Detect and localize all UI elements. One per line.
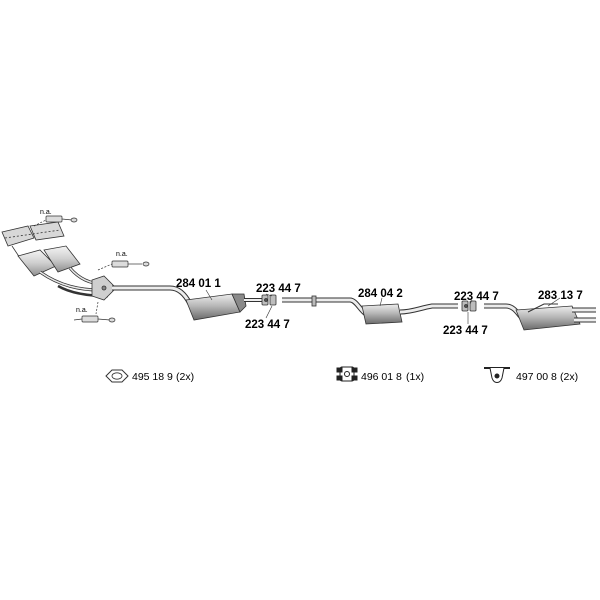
lambda-sensor-right — [97, 260, 150, 271]
legend-part-number: 497 00 8 — [516, 371, 557, 383]
legend-item-hanger-bracket: 497 00 8 (2x) — [484, 367, 578, 383]
legend-item-rubber-mount: 496 01 8 (1x) — [336, 366, 424, 383]
part-label-middle-silencer: 284 04 2 — [358, 288, 403, 300]
legend-item-rubber-ring: 495 18 9 (2x) — [105, 369, 194, 383]
clamp-2 — [461, 300, 477, 312]
part-label-clamp-2-bottom: 223 44 7 — [443, 325, 488, 337]
lambda-sensor-bottom — [73, 301, 116, 323]
na-label-top: n.a. — [40, 209, 52, 216]
part-label-clamp-2-top: 223 44 7 — [454, 291, 499, 303]
legend-quantity: (1x) — [406, 371, 424, 383]
hanger-bracket-icon — [484, 367, 510, 383]
part-label-rear-silencer: 283 13 7 — [538, 290, 583, 302]
part-label-clamp-1-top: 223 44 7 — [256, 283, 301, 295]
rubber-mount-icon — [336, 366, 358, 382]
legend-part-number: 496 01 8 — [361, 371, 402, 383]
part-label-clamp-1-bottom: 223 44 7 — [245, 319, 290, 331]
front-silencer — [112, 285, 262, 321]
lambda-sensor-top — [33, 215, 78, 227]
legend-quantity: (2x) — [176, 371, 194, 383]
clamp-1 — [261, 294, 277, 306]
na-label-bottom: n.a. — [76, 307, 88, 314]
leader-lines — [205, 289, 561, 324]
middle-silencer — [282, 295, 458, 325]
part-label-front-silencer: 284 01 1 — [176, 278, 221, 290]
legend-part-number: 495 18 9 — [132, 371, 173, 383]
legend-quantity: (2x) — [560, 371, 578, 383]
exhaust-manifold — [1, 221, 117, 301]
rear-silencer — [484, 303, 596, 331]
na-label-right: n.a. — [116, 251, 128, 258]
